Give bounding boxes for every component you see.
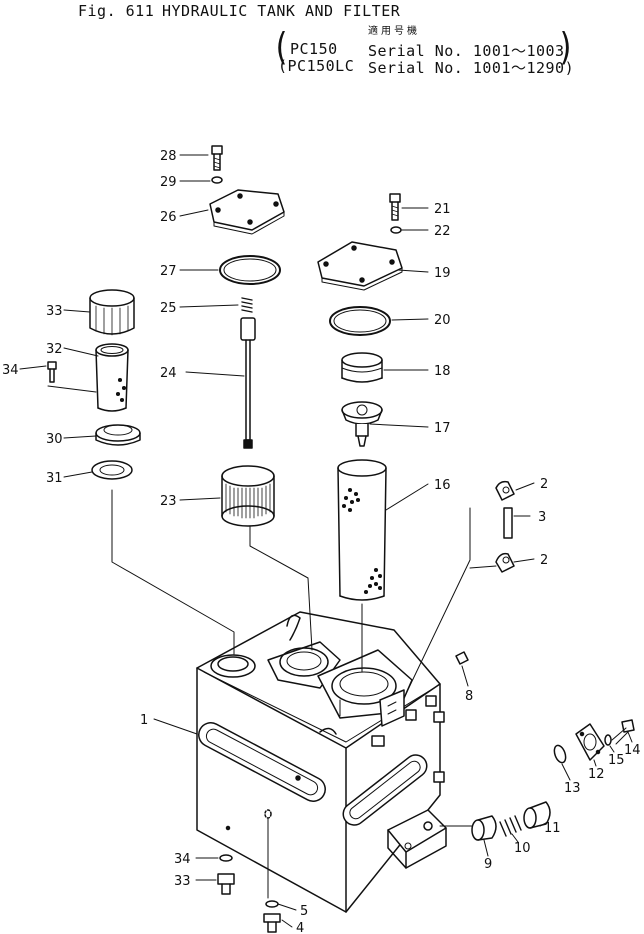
tank-outlet-block xyxy=(387,809,447,869)
tube-3 xyxy=(503,507,513,539)
callout-3: 3 xyxy=(538,510,546,525)
elbow-fitting-2-lower xyxy=(495,552,515,573)
callout-28: 30 xyxy=(46,432,63,447)
callout-2-lower: 2 xyxy=(540,553,548,568)
callout-19: 21 xyxy=(434,202,451,217)
flange-28 xyxy=(95,424,141,446)
bolt-19 xyxy=(389,193,401,221)
callout-20: 22 xyxy=(434,224,451,239)
callout-5: 5 xyxy=(300,904,308,919)
callout-24: 26 xyxy=(160,210,177,225)
flange-10 xyxy=(575,723,605,761)
callout-7: 9 xyxy=(484,857,492,872)
bolt-26 xyxy=(211,145,223,171)
drain-plug-4 xyxy=(263,913,281,933)
washer-34 xyxy=(219,854,233,862)
tank-side-window-right xyxy=(342,754,428,826)
callout-31: 33 xyxy=(46,304,63,319)
callout-30: 32 xyxy=(46,342,63,357)
callout-17: 19 xyxy=(434,266,451,281)
screw-32 xyxy=(47,361,57,383)
callout-11: 13 xyxy=(564,781,581,796)
callout-12: 14 xyxy=(624,743,641,758)
figure-title: HYDRAULIC TANK AND FILTER xyxy=(162,2,401,20)
callout-13: 15 xyxy=(608,753,625,768)
spring-16 xyxy=(341,352,383,383)
tank-filler-port xyxy=(210,654,256,678)
bolt-33 xyxy=(217,873,235,895)
spring-23 xyxy=(241,297,253,313)
o-ring-25 xyxy=(219,255,281,285)
gasket-29 xyxy=(91,460,133,480)
bolt-12 xyxy=(611,719,635,745)
callout-33: 33 xyxy=(174,874,191,889)
callout-26: 28 xyxy=(160,149,177,164)
washer-5 xyxy=(265,900,279,908)
callout-32: 34 xyxy=(2,363,19,378)
spring-8 xyxy=(499,815,522,837)
applicability-label: 適用号機 xyxy=(368,26,420,37)
callout-34: 34 xyxy=(174,852,191,867)
figure-header: Fig. 611 HYDRAULIC TANK AND FILTER 適用号機 … xyxy=(0,0,644,80)
model-pc150lc: (PC150LC xyxy=(278,57,355,75)
callout-4: 4 xyxy=(296,921,304,934)
callout-1: 1 xyxy=(140,713,148,728)
callout-21: 23 xyxy=(160,494,177,509)
tank-tab xyxy=(405,709,417,721)
tank-side-block xyxy=(379,689,405,727)
elbow-fitting-2-upper xyxy=(495,480,515,501)
model-pc150: PC150 xyxy=(290,40,338,58)
washer-20 xyxy=(390,226,402,234)
callout-6: 8 xyxy=(465,689,473,704)
hydraulic-tank-body xyxy=(196,611,447,913)
callout-labels: 28 29 26 27 25 24 23 33 32 34 30 31 21 2… xyxy=(2,149,641,934)
breather-element-30 xyxy=(95,343,129,412)
return-filter-element-14 xyxy=(337,459,387,601)
figure-number: Fig. 611 xyxy=(78,2,155,20)
tank-bolt-hole xyxy=(295,775,301,781)
o-ring-18 xyxy=(329,306,391,336)
callout-8: 10 xyxy=(514,841,531,856)
breather-cap-31 xyxy=(89,289,135,336)
tank-bolt-hole xyxy=(225,825,231,831)
callout-16: 18 xyxy=(434,364,451,379)
tank-tab xyxy=(433,771,445,783)
tank-tab xyxy=(433,711,445,723)
bypass-valve-15 xyxy=(341,401,383,447)
tank-hook xyxy=(319,727,337,735)
o-ring-11 xyxy=(553,744,567,764)
callout-22: 24 xyxy=(160,366,177,381)
callout-29: 31 xyxy=(46,471,63,486)
plug-6 xyxy=(455,651,469,665)
callout-14: 16 xyxy=(434,478,451,493)
valve-9 xyxy=(523,801,551,829)
tank-hook-bracket xyxy=(286,614,301,641)
serial-range-pc150: Serial No. 1001～1003 xyxy=(368,42,565,60)
callout-9: 11 xyxy=(544,821,561,836)
callout-25: 27 xyxy=(160,264,177,279)
washer-27 xyxy=(211,176,223,184)
cover-plate-17 xyxy=(317,241,403,291)
open-bracket: ( xyxy=(272,25,291,70)
tank-tab xyxy=(371,735,385,747)
close-bracket: ) xyxy=(557,25,576,70)
strainer-element-21 xyxy=(221,465,275,527)
callout-leaders xyxy=(19,154,633,928)
callout-18: 20 xyxy=(434,313,451,328)
callout-15: 17 xyxy=(434,421,451,436)
serial-range-pc150lc: Serial No. 1001～1290) xyxy=(368,59,575,77)
callout-2-upper: 2 xyxy=(540,477,548,492)
cover-plate-24 xyxy=(209,189,285,235)
indicator-rod-22 xyxy=(240,317,256,449)
washer-13 xyxy=(604,734,612,746)
callout-23: 25 xyxy=(160,301,177,316)
callout-27: 29 xyxy=(160,175,177,190)
callout-10: 12 xyxy=(588,767,605,782)
tank-tab xyxy=(425,695,437,707)
assembly-leader-lines xyxy=(47,385,497,899)
tank-side-window-left xyxy=(198,722,326,802)
adapter-7 xyxy=(471,815,497,841)
